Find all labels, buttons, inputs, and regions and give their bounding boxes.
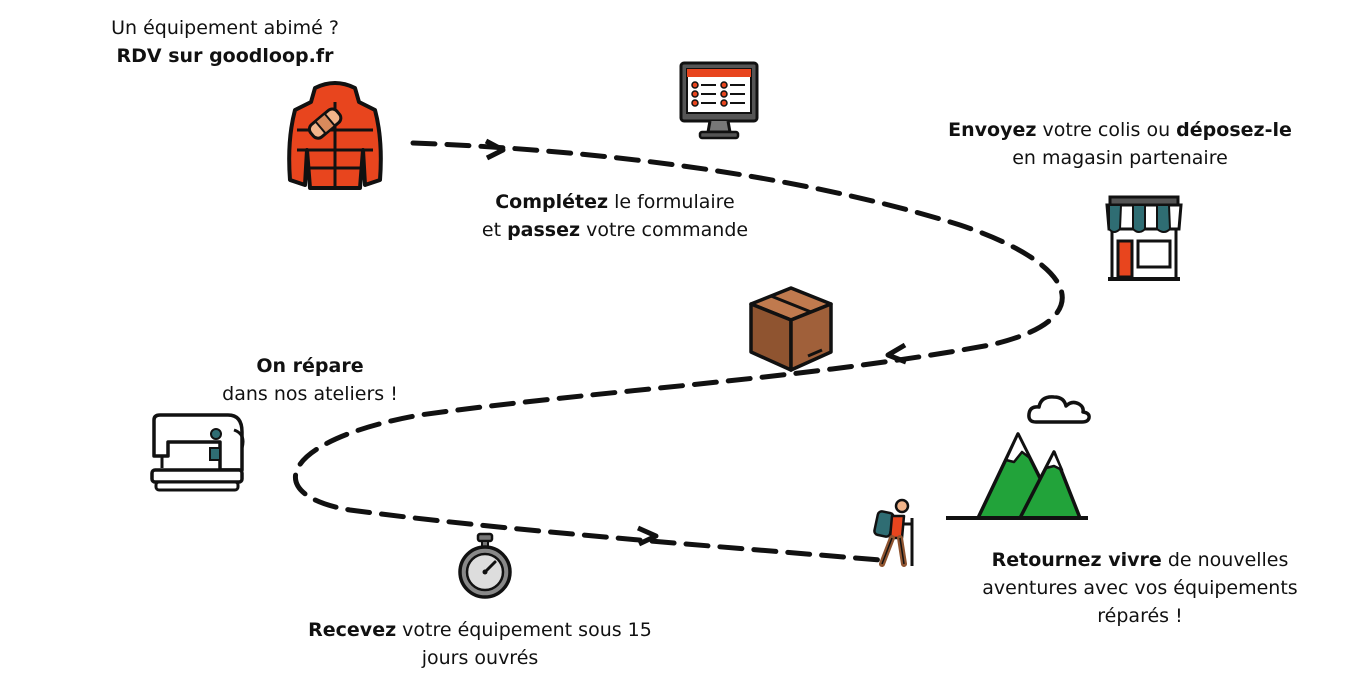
step-damaged-text: Un équipement abimé ? RDV sur goodloop.f… [70,14,380,70]
step-adventure-line2: aventures avec vos équipements [982,577,1298,599]
goodloop-link[interactable]: RDV sur goodloop.fr [116,45,334,67]
step-receive-rest: votre équipement sous 15 [396,619,652,641]
shop-icon [1105,195,1183,281]
step-form-bold2: passez [507,219,581,241]
monitor-form-icon [679,61,759,140]
step-form-rest2: votre commande [580,219,749,241]
step-ship-line2: en magasin partenaire [1012,147,1228,169]
step-damaged-line1: Un équipement abimé ? [111,17,339,39]
step-repair-bold: On répare [256,355,364,377]
step-ship-bold1: Envoyez [948,119,1037,141]
step-receive-bold: Recevez [308,619,397,641]
step-form-rest1: le formulaire [608,191,735,213]
box-icon [749,286,833,372]
step-form-bold1: Complétez [495,191,609,213]
stopwatch-icon [458,532,512,599]
step-repair-text: On répare dans nos ateliers ! [200,352,420,408]
mountain-icon [946,432,1088,520]
sewing-machine-icon [150,413,245,492]
step-adventure-line3: réparés ! [1097,605,1183,627]
arrow-head-2 [885,342,907,365]
arrow-head-1 [484,138,506,161]
cloud-icon [1027,395,1091,424]
step-ship-bold2: déposez-le [1176,119,1292,141]
step-form-pre2: et [481,219,508,241]
step-adventure-bold: Retournez vivre [991,549,1162,571]
step-adventure-rest: de nouvelles [1161,549,1289,571]
step-receive-line2: jours ouvrés [421,647,539,669]
step-ship-mid1: votre colis ou [1036,119,1177,141]
arrow-head-3 [636,525,659,547]
step-repair-line2: dans nos ateliers ! [222,383,398,405]
dashed-route [293,140,1065,563]
step-ship-text: Envoyez votre colis ou déposez-le en mag… [910,116,1330,172]
jacket-icon [287,81,383,190]
step-form-text: Complétez le formulaire et passez votre … [440,188,790,244]
step-receive-text: Recevez votre équipement sous 15 jours o… [280,616,680,672]
hiker-icon [873,498,914,567]
step-adventure-text: Retournez vivre de nouvelles aventures a… [940,546,1340,630]
